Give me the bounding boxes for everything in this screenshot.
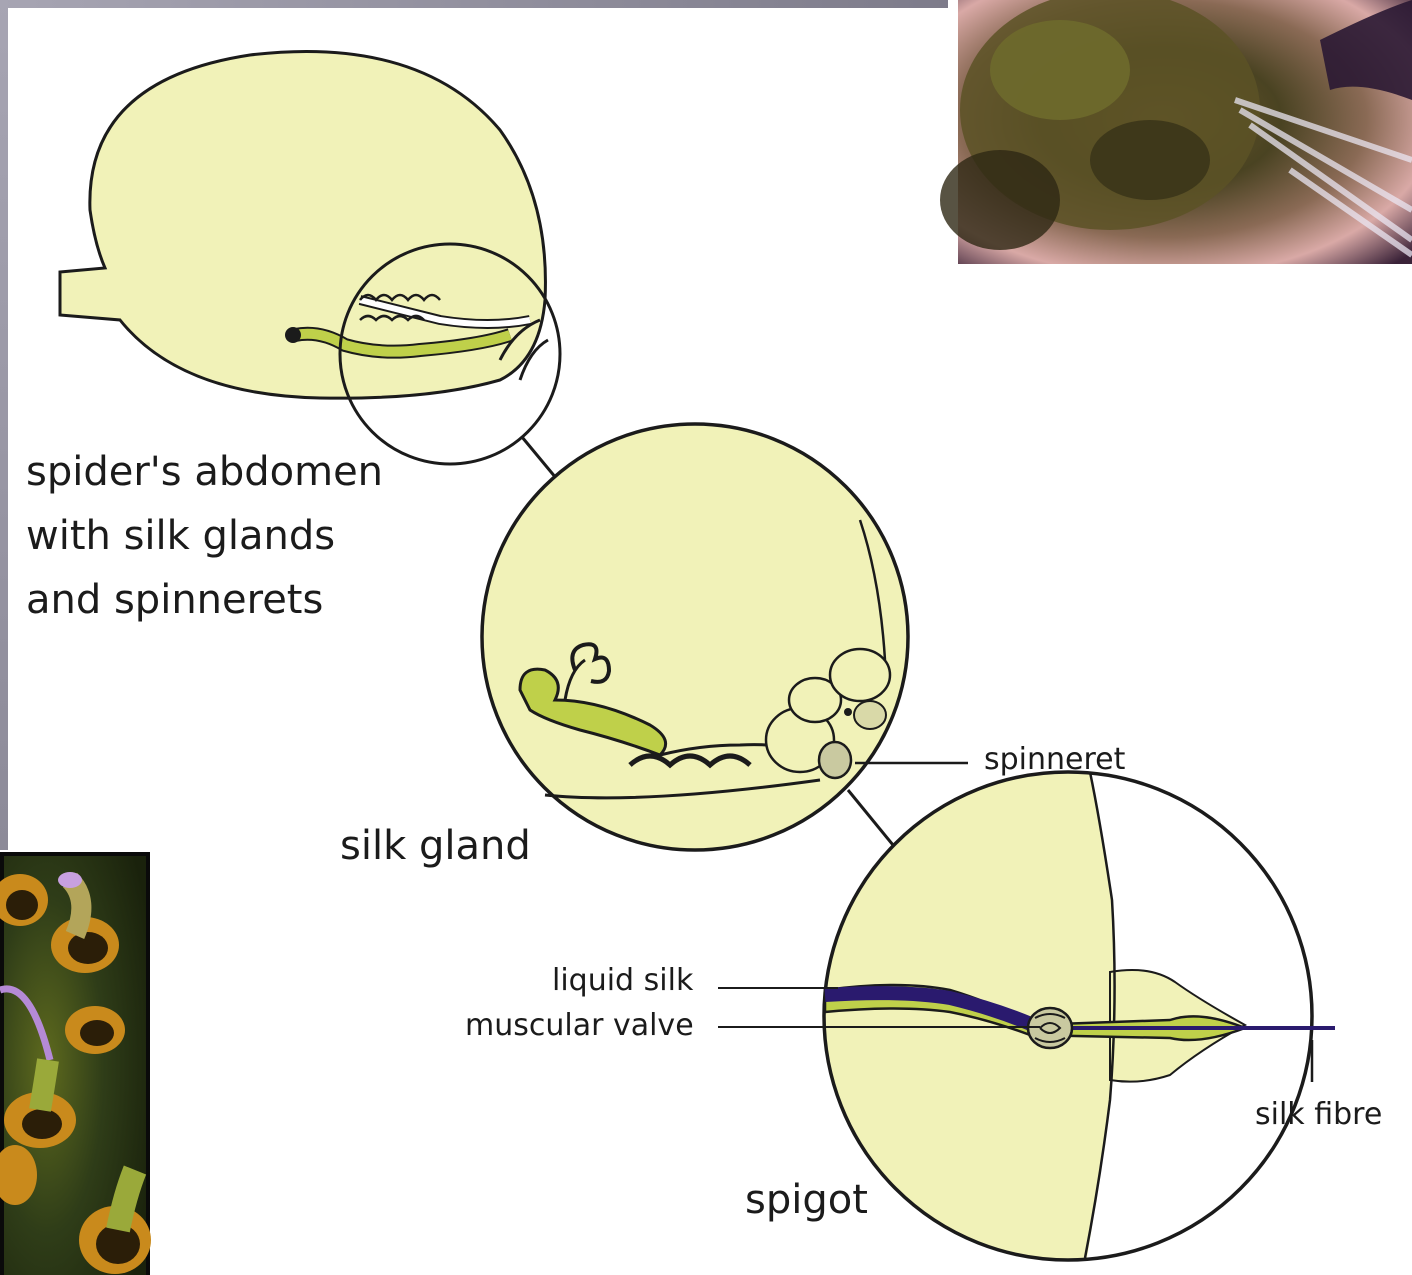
spinneret-photo [940,0,1412,264]
abdomen-caption-line-3: and spinnerets [26,568,383,632]
silk-fibre-label: silk fibre [1255,1100,1382,1130]
silk-gland-label: silk gland [340,826,531,866]
muscular-valve-label: muscular valve [465,1011,694,1041]
abdomen-caption-line-1: spider's abdomen [26,440,383,504]
spinneret-label: spinneret [984,745,1125,775]
abdomen-caption: spider's abdomen with silk glands and sp… [26,440,383,632]
connector-1 [522,437,556,478]
spigot-detail [820,770,1335,1270]
spider-abdomen [60,52,548,399]
silk-gland-detail [482,424,908,850]
liquid-silk-label: liquid silk [552,966,693,996]
abdomen-caption-line-2: with silk glands [26,504,383,568]
spigot-photo [0,852,151,1275]
spigot-label: spigot [745,1180,868,1220]
